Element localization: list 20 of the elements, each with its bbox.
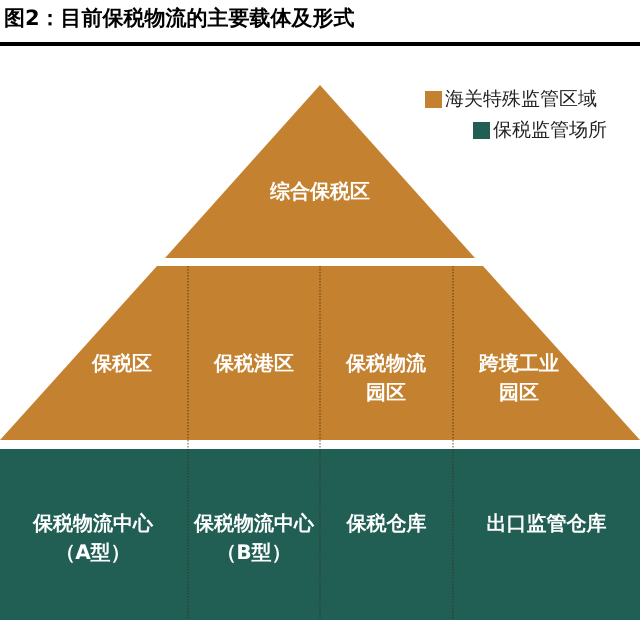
title: 图2：目前保税物流的主要载体及形式	[4, 5, 355, 32]
pyramid-section	[188, 266, 320, 440]
section-label: 保税港区	[212, 350, 295, 377]
section-label: 保税物流园区	[344, 350, 427, 406]
legend-label: 保税监管场所	[493, 118, 607, 143]
section-label: 综合保税区	[268, 178, 371, 205]
pyramid-section	[320, 266, 453, 440]
base-section	[0, 449, 188, 620]
pyramid-section	[453, 266, 640, 440]
section-label: 保税仓库	[345, 510, 428, 537]
section-label: 跨境工业园区	[478, 350, 560, 406]
section-label: 保税物流中心（B型）	[192, 510, 316, 566]
section-label: 出口监管仓库	[486, 510, 608, 537]
base-section	[453, 449, 640, 620]
base-section	[188, 449, 320, 620]
section-label: 保税区	[90, 350, 153, 377]
base-section	[320, 449, 453, 620]
section-label: 保税物流中心（A型）	[32, 510, 154, 566]
pyramid-section	[0, 266, 188, 440]
legend-label: 海关特殊监管区域	[445, 87, 597, 112]
